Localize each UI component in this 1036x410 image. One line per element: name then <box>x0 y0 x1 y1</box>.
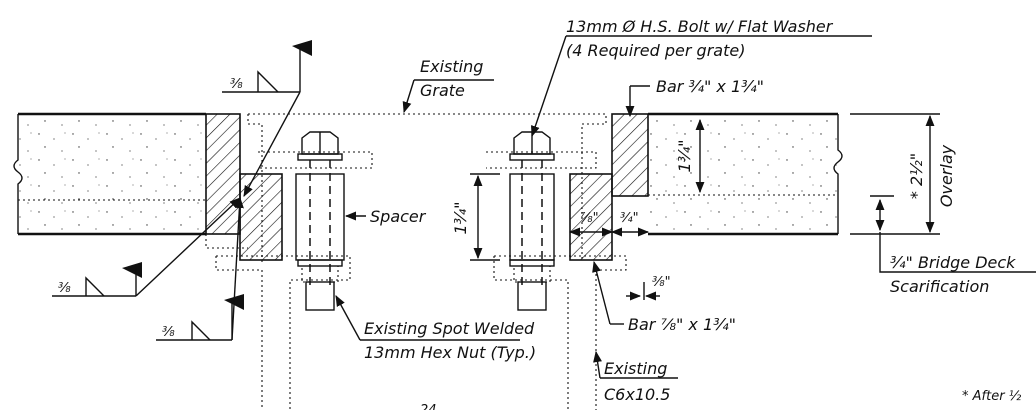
spot-weld-label-line2: 13mm Hex Nut (Typ.) <box>364 343 536 362</box>
scarification-label-line2: Scarification <box>890 277 989 296</box>
bar-top-label: Bar ¾" x 1¾" <box>656 77 764 96</box>
left-concrete-deck <box>13 112 206 236</box>
bar-bottom-label: Bar ⅞" x 1¾" <box>628 315 736 334</box>
bottom-partial-label: 24 <box>420 403 437 410</box>
left-edge-bar <box>205 113 241 235</box>
spot-weld-leader <box>335 295 520 341</box>
right-bolt-assembly <box>509 131 555 311</box>
dim-1-3-4-left-lines <box>470 173 500 261</box>
dim-1-3-4-left-label: 1¾" <box>451 201 470 234</box>
dim-2-1-2-label: * 2½" <box>907 153 926 199</box>
existing-channel-outline <box>215 255 627 410</box>
weld-size-bottom: ⅜ <box>162 325 175 340</box>
right-lower-bar <box>569 173 613 261</box>
scarification-leader <box>879 232 1036 273</box>
weld-size-top: ⅜ <box>230 77 243 92</box>
dim-3-8-small-lines <box>626 282 660 301</box>
bar-top-leader <box>625 85 650 118</box>
channel-leader <box>593 350 678 379</box>
dim-scarification-lines <box>870 195 894 232</box>
spacer-label: Spacer <box>370 207 427 226</box>
existing-grate-leader <box>402 79 494 114</box>
dim-1-3-4-right-label: 1¾" <box>675 139 694 172</box>
footnote-label: * After ½ <box>962 389 1022 404</box>
weld-symbol-top <box>222 40 312 197</box>
left-bolt-assembly <box>295 131 345 311</box>
channel-label-line1: Existing <box>604 359 667 378</box>
dim-3-8-small-label: ⅜" <box>652 275 671 290</box>
overlay-label: Overlay <box>937 144 956 207</box>
weld-size-mid: ⅜ <box>58 281 71 296</box>
weld-symbol-bottom <box>156 196 244 341</box>
dim-7-8-label: ⅞" <box>580 211 599 226</box>
spot-weld-label-line1: Existing Spot Welded <box>364 319 535 338</box>
dim-2-1-2-lines <box>850 113 940 235</box>
weld-symbol-mid <box>52 197 241 297</box>
channel-label-line2: C6x10.5 <box>604 385 670 404</box>
scarification-label-line1: ¾" Bridge Deck <box>890 253 1016 272</box>
existing-grate-label-line1: Existing <box>420 57 483 76</box>
dim-3-4-label: ¾" <box>620 211 639 226</box>
existing-grate-label-line2: Grate <box>420 81 465 100</box>
right-edge-bar <box>611 113 649 197</box>
left-lower-bar <box>239 173 283 261</box>
bolt-label-line2: (4 Required per grate) <box>566 41 745 60</box>
bolt-label-line1: 13mm Ø H.S. Bolt w/ Flat Washer <box>566 17 834 36</box>
bar-bottom-leader <box>592 260 624 325</box>
right-concrete-deck <box>648 112 843 236</box>
existing-grate-outline <box>205 113 607 262</box>
bolt-leader <box>531 35 872 138</box>
